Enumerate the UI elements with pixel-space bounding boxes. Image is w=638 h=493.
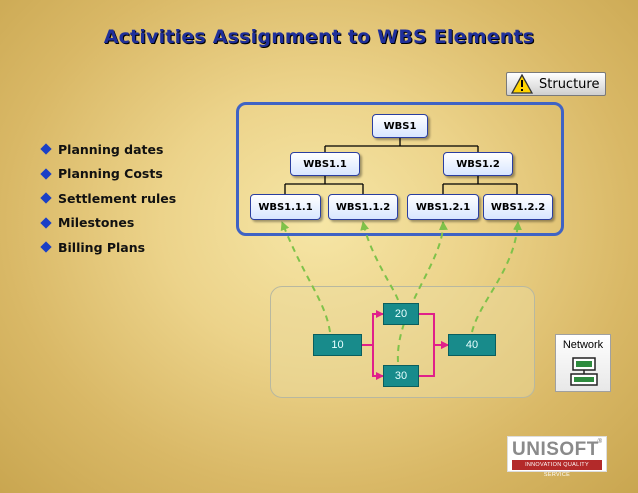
list-item: Planning Costs	[40, 162, 176, 187]
activity-10[interactable]: 10	[313, 334, 362, 356]
activity-20[interactable]: 20	[383, 303, 419, 325]
network-button[interactable]: Network	[555, 334, 611, 392]
wbs-node-1-2-2[interactable]: WBS1.2.2	[483, 194, 553, 220]
list-item: Milestones	[40, 211, 176, 236]
network-icon	[570, 357, 598, 386]
wbs-structure-frame	[236, 102, 564, 236]
wbs-tree-lines	[284, 138, 518, 194]
wbs-node-1-1[interactable]: WBS1.1	[290, 152, 360, 176]
logo-tagline: INNOVATION QUALITY SERVICE	[512, 460, 602, 478]
unisoft-logo: UNISOFT ® INNOVATION QUALITY SERVICE	[507, 436, 607, 478]
warning-triangle-icon	[511, 74, 533, 94]
wbs-node-root[interactable]: WBS1	[372, 114, 428, 138]
wbs-node-1-1-2[interactable]: WBS1.1.2	[328, 194, 398, 220]
assignment-arrows	[280, 221, 522, 363]
list-item: Planning dates	[40, 137, 176, 162]
list-item: Billing Plans	[40, 235, 176, 260]
activity-40[interactable]: 40	[448, 334, 496, 356]
network-arrows	[362, 310, 449, 380]
wbs-node-1-2-1[interactable]: WBS1.2.1	[407, 194, 479, 220]
logo-brand: UNISOFT	[512, 439, 599, 460]
logo-registered-mark: ®	[597, 439, 602, 445]
network-button-label: Network	[562, 339, 604, 351]
bullet-list: Planning dates Planning Costs Settlement…	[40, 137, 176, 260]
structure-button-label: Structure	[539, 76, 600, 92]
activity-30[interactable]: 30	[383, 365, 419, 387]
structure-button[interactable]: Structure	[506, 72, 606, 96]
wbs-node-1-2[interactable]: WBS1.2	[443, 152, 513, 176]
page-title: Activities Assignment to WBS Elements	[103, 26, 535, 48]
list-item: Settlement rules	[40, 186, 176, 211]
wbs-node-1-1-1[interactable]: WBS1.1.1	[250, 194, 321, 220]
